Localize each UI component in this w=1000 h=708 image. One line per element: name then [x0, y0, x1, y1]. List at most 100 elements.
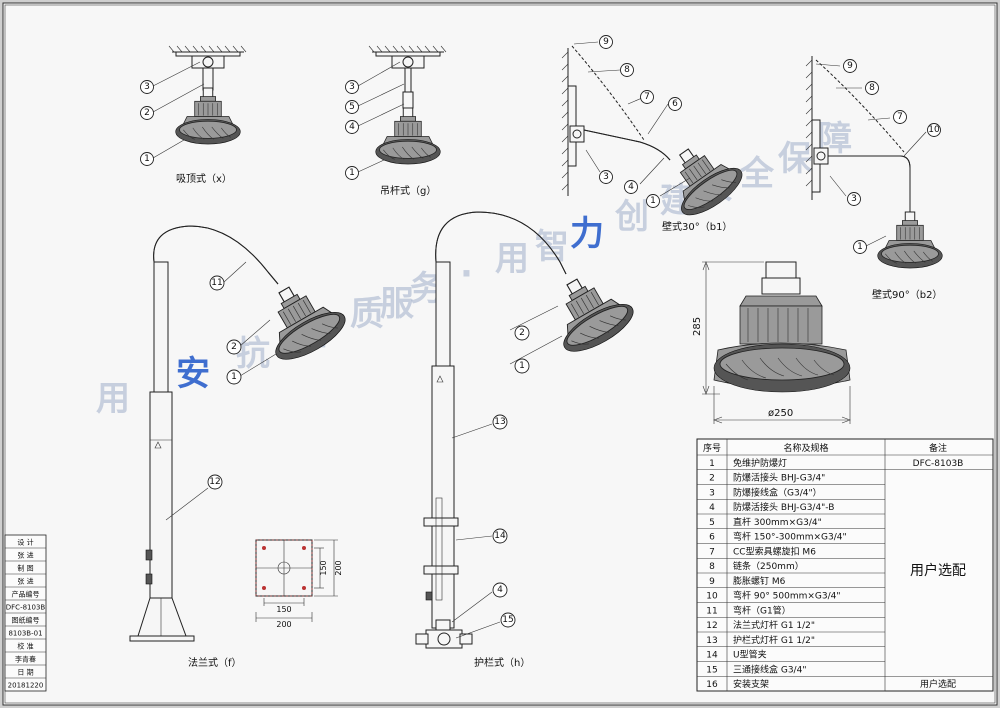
table-user-choice-last: 用户选配: [920, 678, 956, 690]
flange-plate: 150 200 150 200: [255, 539, 343, 629]
caption-h: 护栏式（h）: [474, 656, 530, 669]
table-row-no: 11: [706, 606, 717, 616]
svg-text:4: 4: [497, 585, 503, 595]
table-user-choice: 用户选配: [910, 562, 966, 579]
svg-text:1: 1: [519, 361, 525, 371]
dim-plate-inner-h: 150: [276, 605, 291, 614]
svg-text:14: 14: [494, 531, 506, 541]
table-row-name: U型管夹: [733, 649, 767, 661]
svg-text:2: 2: [231, 342, 237, 352]
svg-text:13: 13: [494, 417, 505, 427]
svg-text:7: 7: [897, 112, 903, 122]
table-header-name: 名称及规格: [783, 442, 828, 454]
svg-text:创: 创: [614, 197, 649, 237]
view-guardrail-pole: 2 1 13 14 4 15 护栏式（h）: [415, 211, 641, 669]
svg-text:8: 8: [869, 83, 875, 93]
caption-b2: 壁式90°（b2）: [872, 288, 942, 301]
dim-plate-inner-v: 150: [319, 560, 328, 575]
table-row-no: 1: [709, 459, 715, 469]
svg-text:9: 9: [847, 61, 853, 71]
table-row-name: 弯杆（G1管）: [733, 604, 791, 616]
svg-text:1: 1: [144, 154, 150, 164]
table-row-name: 弯杆 90° 500mm×G3/4": [733, 590, 841, 602]
view-wall-30: 9 8 7 6 3 4 1 壁式30°（b1）: [561, 35, 750, 233]
svg-text:全: 全: [739, 154, 775, 194]
sidebar-cell: 图纸编号: [12, 616, 40, 625]
sidebar-cell: 设 计: [17, 538, 33, 547]
view-pendant: 3 5 4 1 吊杆式（g）: [345, 45, 447, 197]
svg-text:用: 用: [495, 239, 529, 279]
svg-text:4: 4: [349, 122, 355, 132]
svg-text:10: 10: [928, 125, 940, 135]
svg-text:9: 9: [603, 37, 609, 47]
svg-text:12: 12: [209, 477, 220, 487]
svg-text:1: 1: [650, 196, 656, 206]
table-row-name: 弯杆 150°-300mm×G3/4": [733, 531, 847, 543]
table-row-no: 6: [709, 533, 715, 543]
svg-text:保: 保: [778, 139, 813, 179]
table-row-name: 护栏式灯杆 G1 1/2": [733, 634, 815, 646]
svg-text:3: 3: [603, 172, 609, 182]
table-header-remark: 备注: [929, 442, 947, 454]
table-row-no: 8: [709, 562, 715, 572]
svg-text:11: 11: [211, 278, 222, 288]
caption-g: 吊杆式（g）: [380, 184, 436, 197]
sidebar-cell: 8103B-01: [8, 630, 42, 638]
table-row-name: 三通接线盒 G3/4": [733, 663, 806, 675]
dim-height: 285: [692, 317, 703, 336]
dim-plate-outer-v: 200: [334, 560, 343, 575]
table-row-no: 14: [706, 651, 718, 661]
svg-text:·: ·: [460, 254, 473, 294]
svg-text:1: 1: [857, 242, 863, 252]
svg-text:智: 智: [535, 227, 569, 267]
sidebar-cell: 校 准: [17, 642, 33, 651]
view-wall-90: 9 8 7 10 3 1 壁式90°（b2）: [805, 56, 943, 301]
caption-x: 吸顶式（x）: [176, 172, 232, 185]
table-row-no: 2: [709, 474, 715, 484]
svg-text:3: 3: [851, 194, 857, 204]
table-row-name: 链条（250mm）: [733, 560, 804, 572]
svg-text:1: 1: [231, 372, 237, 382]
table-row-no: 12: [706, 621, 717, 631]
svg-text:质: 质: [350, 294, 384, 334]
table-row-no: 3: [709, 488, 715, 498]
table-row-no: 16: [706, 680, 718, 690]
table-header-no: 序号: [703, 442, 721, 454]
table-row-no: 9: [709, 577, 715, 587]
svg-text:2: 2: [144, 108, 150, 118]
sidebar-cell: 产品编号: [12, 590, 40, 599]
dimension-view: 285 ø250: [692, 261, 851, 424]
svg-text:4: 4: [628, 182, 634, 192]
dim-diameter: ø250: [768, 408, 793, 419]
svg-text:服: 服: [380, 284, 414, 324]
sidebar-cell: 李青春: [15, 655, 36, 664]
svg-text:安: 安: [176, 354, 210, 394]
sidebar-cell: 20181220: [8, 682, 44, 690]
table-row-no: 4: [709, 503, 715, 513]
table-row-no: 15: [706, 665, 717, 675]
sidebar-cell: 张 进: [17, 577, 33, 586]
caption-b1: 壁式30°（b1）: [662, 220, 732, 233]
svg-text:1: 1: [349, 168, 355, 178]
table-row-name: 免维护防爆灯: [733, 457, 787, 469]
table-row-no: 5: [709, 518, 715, 528]
table-row-name: 防爆活接头 BHJ-G3/4"-B: [733, 501, 834, 513]
svg-text:3: 3: [349, 82, 355, 92]
sidebar-cell: 张 进: [17, 551, 33, 560]
table-row-name: 法兰式灯杆 G1 1/2": [733, 619, 815, 631]
table-row-name: 安装支架: [733, 678, 769, 690]
svg-text:用: 用: [96, 379, 130, 419]
table-row-no: 7: [709, 547, 715, 557]
sidebar-cell: DFC-8103B: [6, 604, 46, 612]
svg-text:6: 6: [672, 99, 678, 109]
table-row-name: 直杆 300mm×G3/4": [733, 516, 822, 528]
svg-text:5: 5: [349, 102, 355, 112]
svg-text:15: 15: [502, 615, 513, 625]
view-flange-pole: 11 2 1 12 法兰式（f）: [129, 225, 353, 669]
sidebar-cell: 制 图: [17, 564, 33, 573]
table-row-name: 防爆接线盒（G3/4"）: [733, 486, 822, 498]
table-row-name: 膨胀螺钉 M6: [733, 575, 786, 587]
